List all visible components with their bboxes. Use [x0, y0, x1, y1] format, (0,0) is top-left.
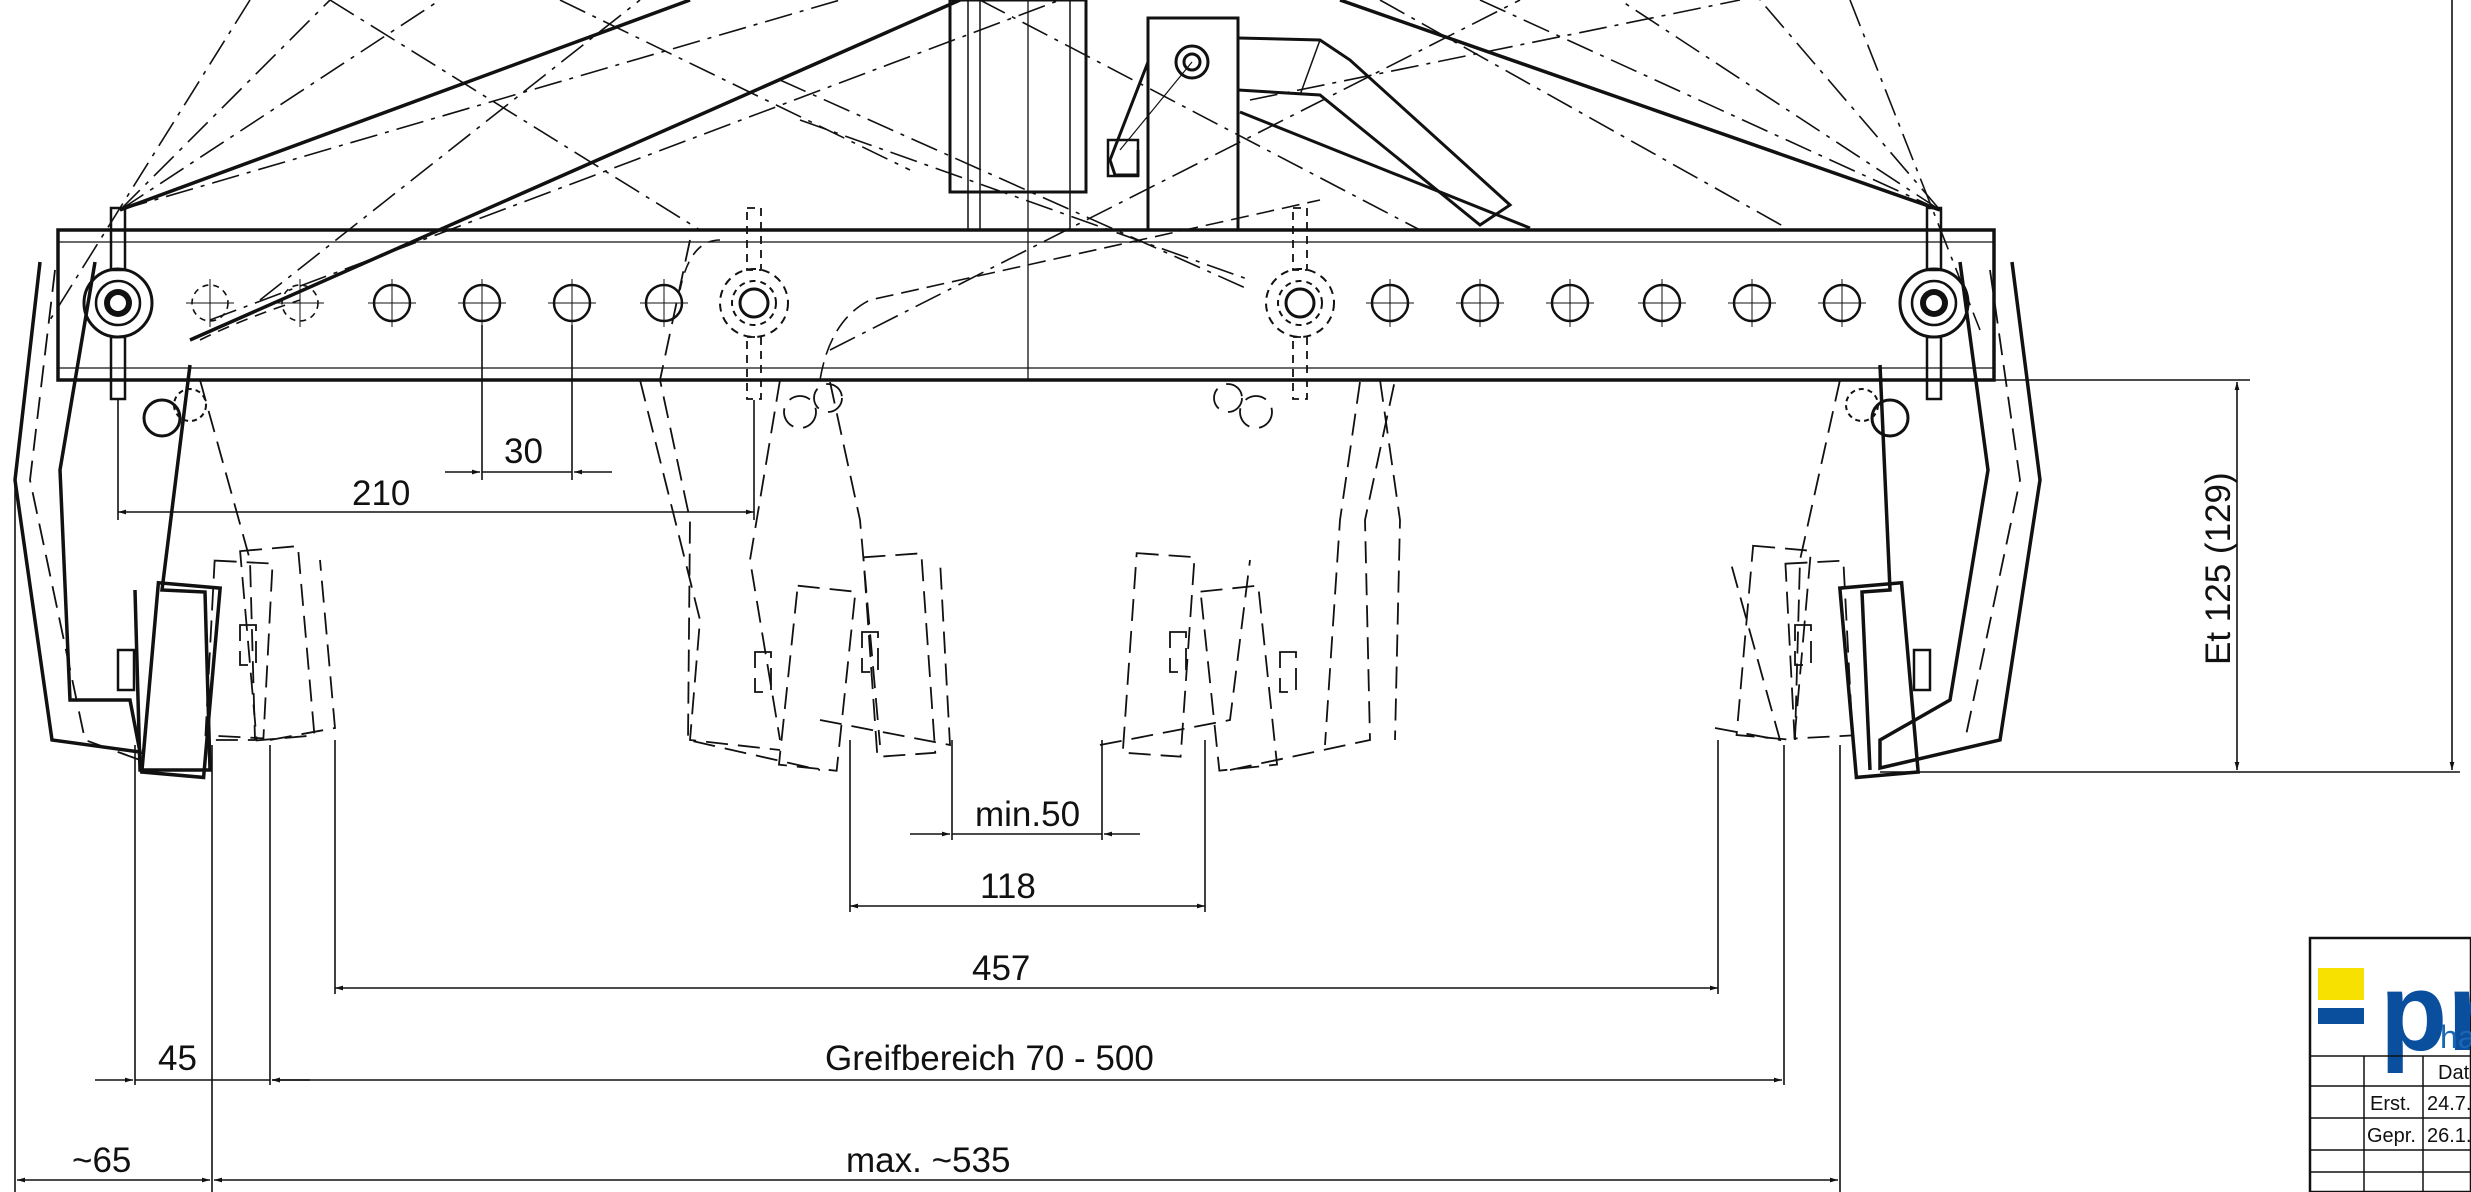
tb-row1-label: Erst.	[2370, 1093, 2411, 1115]
suspension-lines	[49, 0, 1981, 380]
dim-max-535: max. ~535	[846, 1141, 1010, 1180]
logo-yellow-bar	[2318, 968, 2364, 1000]
dim-210: 210	[352, 474, 410, 513]
tb-col-date: Datu	[2438, 1062, 2471, 1084]
dimension-texts: 30 210 min.50 118 457 45 Greifbereich 70…	[72, 432, 2238, 1180]
pin-left-inner	[718, 206, 790, 401]
dim-45: 45	[158, 1039, 197, 1078]
dimension-lines	[14, 0, 2460, 1192]
gripper-arms	[13, 199, 2042, 780]
tb-row2-label: Gepr.	[2367, 1125, 2416, 1147]
logo-blue-bar	[2318, 1008, 2364, 1024]
tb-row2-date: 26.1.	[2427, 1125, 2471, 1147]
logo-text: pr	[2380, 951, 2471, 1074]
pin-right-outer	[1898, 206, 1970, 401]
main-beam	[56, 228, 1996, 382]
beam-holes	[185, 277, 1868, 329]
dim-min50: min.50	[975, 795, 1080, 834]
tb-row1-date: 24.7.	[2427, 1093, 2471, 1115]
pin-left-outer	[82, 206, 154, 401]
dim-457: 457	[972, 949, 1030, 988]
dim-et-125: Et 125 (129)	[2199, 472, 2238, 665]
dim-118: 118	[980, 867, 1036, 906]
logo-subtext: ha	[2440, 1019, 2471, 1055]
dim-30: 30	[504, 432, 543, 471]
title-block: pr ha Datu Erst. 24.7. Gepr. 26.1.	[2308, 936, 2471, 1192]
pin-right-inner	[1264, 206, 1336, 401]
dim-approx-65: ~65	[72, 1141, 131, 1180]
dim-greifbereich: Greifbereich 70 - 500	[825, 1039, 1154, 1078]
